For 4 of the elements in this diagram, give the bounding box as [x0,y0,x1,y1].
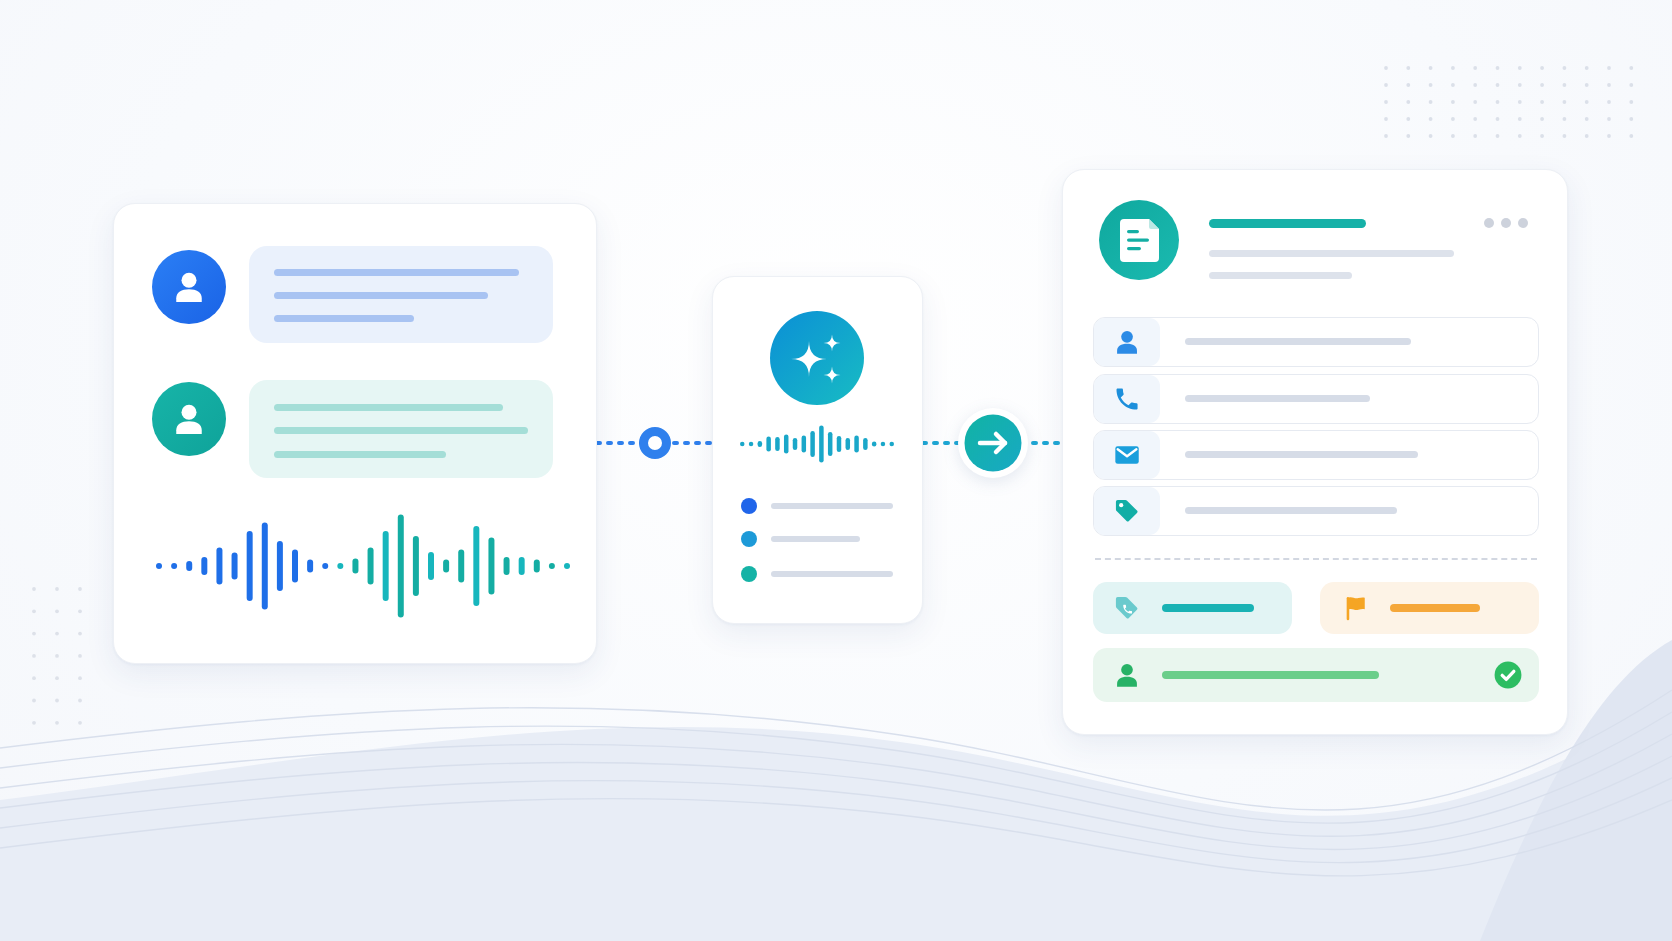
processing-card [712,276,923,624]
dotted-connector [595,441,714,445]
conversation-card [113,203,597,664]
record-card [1062,169,1568,735]
